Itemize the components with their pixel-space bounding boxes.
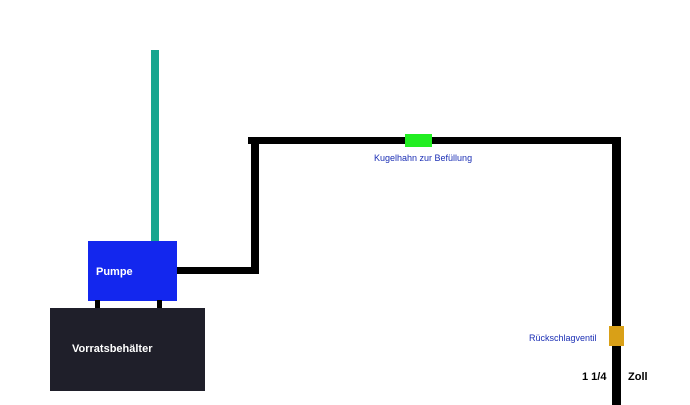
check-valve-label: Rückschlagventil: [529, 333, 597, 343]
check-valve: [609, 326, 624, 346]
pipe-pump-outlet: [176, 267, 259, 274]
pump-leg-left: [95, 300, 100, 309]
ball-valve-label: Kugelhahn zur Befüllung: [374, 153, 473, 163]
riser-pipe: [151, 50, 159, 242]
pipe-top-horizontal: [248, 137, 621, 144]
pump-box: [88, 241, 177, 301]
ball-valve: [405, 134, 432, 147]
pipe-size-value: 1 1/4: [582, 371, 607, 383]
tank-box: [50, 308, 205, 391]
pump-label: Pumpe: [96, 266, 133, 278]
pipe-vertical-left: [251, 137, 259, 274]
tank-label: Vorratsbehälter: [72, 343, 153, 355]
pipe-size-unit: Zoll: [628, 371, 648, 383]
pipe-vertical-right: [612, 137, 621, 405]
pump-leg-right: [157, 300, 162, 309]
